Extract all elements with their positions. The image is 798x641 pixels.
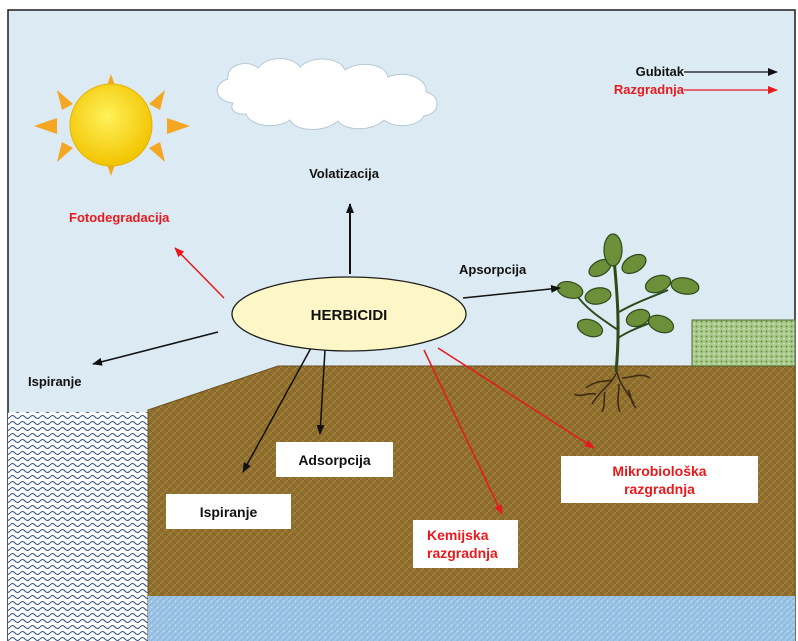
sun-icon: [34, 74, 190, 176]
groundwater-layer: [148, 596, 795, 641]
photodegradation-arrow: [174, 247, 225, 299]
chemical-degradation-arrow: [423, 349, 503, 515]
absorption-arrow: [462, 284, 561, 299]
leaching-surface-label: Ispiranje: [28, 374, 81, 389]
microbial-degradation-label-line2: razgradnja: [624, 480, 695, 497]
plant-icon: [556, 233, 700, 413]
field-patch: [691, 319, 796, 367]
photodegradation-label: Fotodegradacija: [69, 210, 170, 225]
adsorption-box: Adsorpcija: [276, 442, 393, 477]
leaching-surface-arrow: [92, 331, 219, 366]
adsorption-label: Adsorpcija: [298, 451, 371, 468]
herbicide-label: HERBICIDI: [311, 307, 388, 324]
leaching-soil-box: Ispiranje: [166, 494, 291, 529]
chemical-degradation-label-line2: razgradnja: [427, 545, 498, 561]
volatilization-label: Volatizacija: [309, 166, 380, 181]
chemical-degradation-label-line1: Kemijska: [427, 527, 489, 543]
groundwater-column: [8, 412, 150, 641]
legend-loss-label: Gubitak: [636, 64, 685, 79]
microbial-degradation-label-line1: Mikrobiološka: [612, 462, 707, 479]
herbicide-ellipse: [231, 276, 467, 352]
absorption-label: Apsorpcija: [459, 262, 527, 277]
microbial-degradation-arrow: [437, 347, 595, 449]
microbial-degradation-box: Mikrobiološka razgradnja: [561, 456, 758, 503]
legend-degradation-label: Razgradnja: [614, 82, 685, 97]
chemical-degradation-box: Kemijska razgradnja: [413, 520, 518, 568]
leaching-soil-label: Ispiranje: [199, 503, 258, 520]
adsorption-arrow: [316, 349, 326, 435]
leaching-soil-arrow: [242, 347, 312, 473]
cloud-icon: [216, 58, 438, 130]
